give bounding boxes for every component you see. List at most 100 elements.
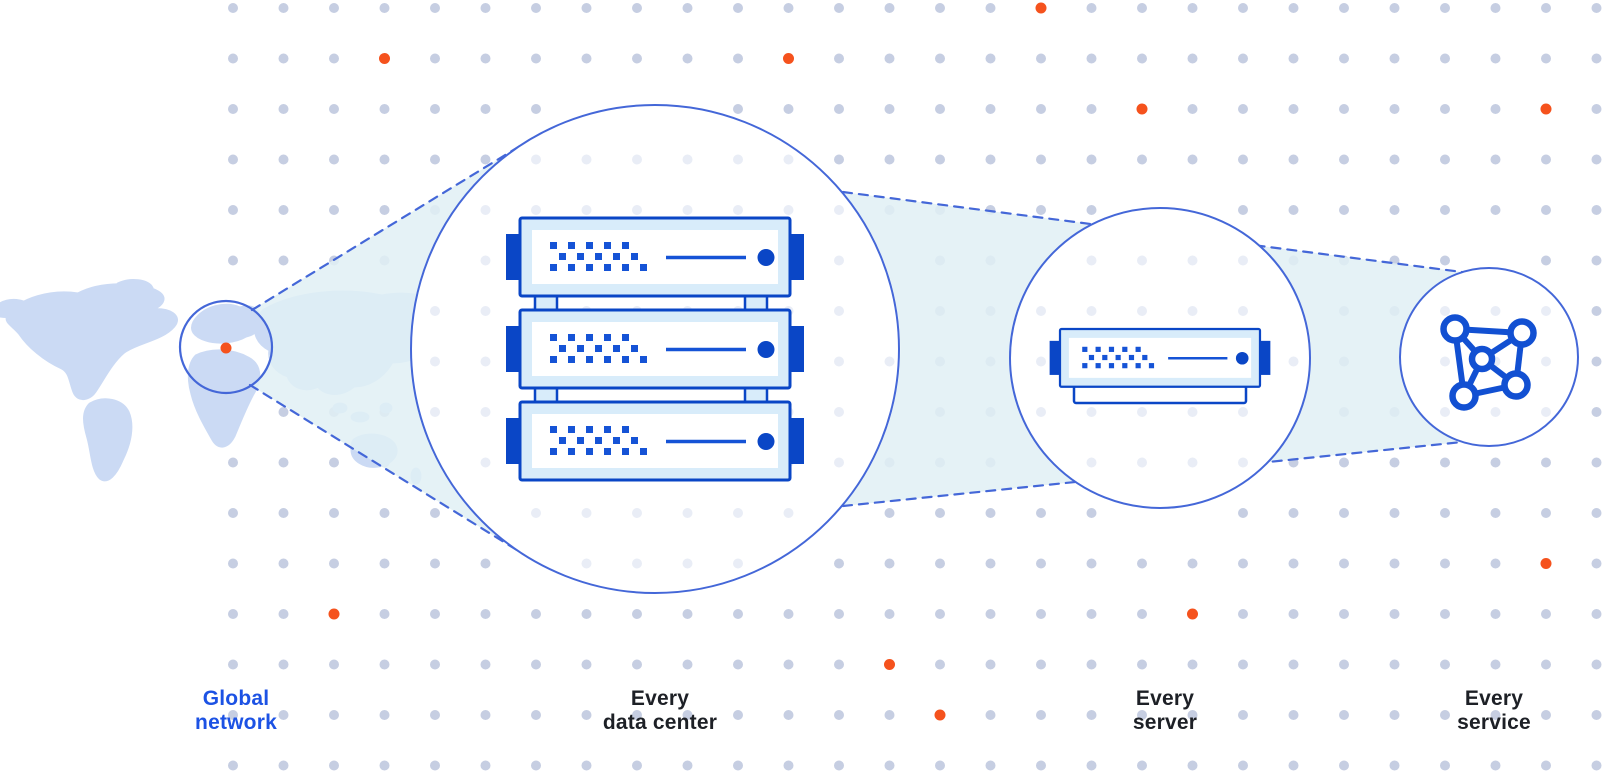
grid-dot xyxy=(329,154,339,165)
grid-dot xyxy=(935,609,945,619)
label-line: service xyxy=(1457,711,1531,734)
grid-dot xyxy=(1541,508,1551,518)
grid-dot xyxy=(1238,3,1248,13)
vent-dot xyxy=(604,448,611,455)
grid-dot xyxy=(278,53,289,64)
grid-dot xyxy=(682,659,693,670)
grid-dot-faded xyxy=(682,154,693,165)
grid-dot xyxy=(935,659,945,670)
grid-dot xyxy=(733,710,743,720)
server-tray xyxy=(1072,384,1248,405)
vent-dot xyxy=(631,437,638,444)
grid-dot xyxy=(228,53,238,64)
grid-dot-faded xyxy=(480,407,491,417)
orange-dot xyxy=(934,709,946,721)
grid-dot xyxy=(1541,53,1551,64)
vent-dot xyxy=(595,253,602,260)
grid-dot xyxy=(1591,356,1602,367)
grid-dot-faded xyxy=(632,508,642,518)
grid-dot xyxy=(228,508,238,518)
grid-dot-faded xyxy=(1541,306,1551,316)
label-global-network: Global network xyxy=(195,687,277,735)
mesh-node xyxy=(1449,381,1479,411)
vent-dot xyxy=(568,356,575,363)
rack-connector xyxy=(533,386,559,404)
grid-dot-faded xyxy=(581,154,592,165)
grid-dot xyxy=(1541,3,1551,13)
grid-dot-faded xyxy=(834,356,844,367)
grid-dot xyxy=(1238,609,1248,619)
grid-dot xyxy=(1490,659,1501,670)
vent-dot xyxy=(550,264,557,271)
grid-dot xyxy=(1086,710,1097,720)
grid-dot-faded xyxy=(430,306,440,316)
mesh-node xyxy=(1501,370,1531,400)
grid-dot-faded xyxy=(581,508,592,518)
grid-dot-faded xyxy=(531,205,541,215)
vent-dot xyxy=(1095,363,1101,369)
grid-dot-faded xyxy=(1440,356,1450,367)
grid-dot xyxy=(1137,53,1147,64)
grid-dot xyxy=(228,609,238,619)
server-led xyxy=(757,249,775,266)
grid-dot xyxy=(985,53,996,64)
grid-dot xyxy=(1086,508,1097,518)
grid-dot xyxy=(1389,609,1400,619)
grid-dot xyxy=(884,760,895,771)
grid-dot-faded xyxy=(1490,306,1501,316)
grid-dot xyxy=(1591,3,1602,13)
grid-dot xyxy=(682,710,693,720)
grid-dot xyxy=(1238,659,1248,670)
grid-dot-faded xyxy=(1036,306,1046,316)
label-line: Every xyxy=(1135,687,1195,710)
grid-dot xyxy=(1036,53,1046,64)
grid-dot xyxy=(1591,659,1602,670)
grid-dot xyxy=(430,760,440,771)
grid-dot-faded xyxy=(480,255,491,266)
grid-dot xyxy=(1187,3,1198,13)
grid-dot-faded xyxy=(632,154,642,165)
grid-dot xyxy=(1490,154,1501,165)
orange-dot xyxy=(884,659,895,670)
grid-dot xyxy=(985,104,996,114)
vent-dot xyxy=(586,448,593,455)
grid-dot xyxy=(480,53,491,64)
mesh-center-node xyxy=(1468,345,1496,373)
grid-dot xyxy=(379,710,390,720)
grid-dot-faded xyxy=(1086,306,1097,316)
grid-dot-faded xyxy=(1440,306,1450,316)
vent-dot xyxy=(604,264,611,271)
grid-dot xyxy=(985,508,996,518)
grid-dot-faded xyxy=(1541,356,1551,367)
grid-dot xyxy=(1036,154,1046,165)
vent-dot xyxy=(568,334,575,341)
grid-dot xyxy=(834,659,844,670)
grid-dot xyxy=(1086,53,1097,64)
grid-dot xyxy=(1541,760,1551,771)
grid-dot xyxy=(581,609,592,619)
grid-dot xyxy=(1086,205,1097,215)
grid-dot xyxy=(1591,407,1602,417)
vent-dot xyxy=(586,264,593,271)
grid-dot xyxy=(480,154,491,165)
grid-dot xyxy=(632,710,642,720)
grid-dot xyxy=(480,104,491,114)
grid-dot xyxy=(228,659,238,670)
vent-dot xyxy=(550,242,557,249)
single-server xyxy=(1049,327,1271,405)
grid-dot-faded xyxy=(834,255,844,266)
server-rack xyxy=(506,216,804,482)
grid-dot xyxy=(1238,154,1248,165)
continent-shape xyxy=(83,398,133,482)
grid-dot xyxy=(1137,558,1147,569)
vent-dot xyxy=(622,356,629,363)
rack-connector xyxy=(533,294,559,312)
grid-dot xyxy=(480,558,491,569)
grid-dot xyxy=(985,659,996,670)
mesh-network-icon xyxy=(1440,314,1537,411)
grid-dot-faded xyxy=(1137,255,1147,266)
grid-dot xyxy=(278,205,289,215)
grid-dot xyxy=(329,558,339,569)
grid-dot xyxy=(1490,457,1501,468)
grid-dot-faded xyxy=(783,154,794,165)
